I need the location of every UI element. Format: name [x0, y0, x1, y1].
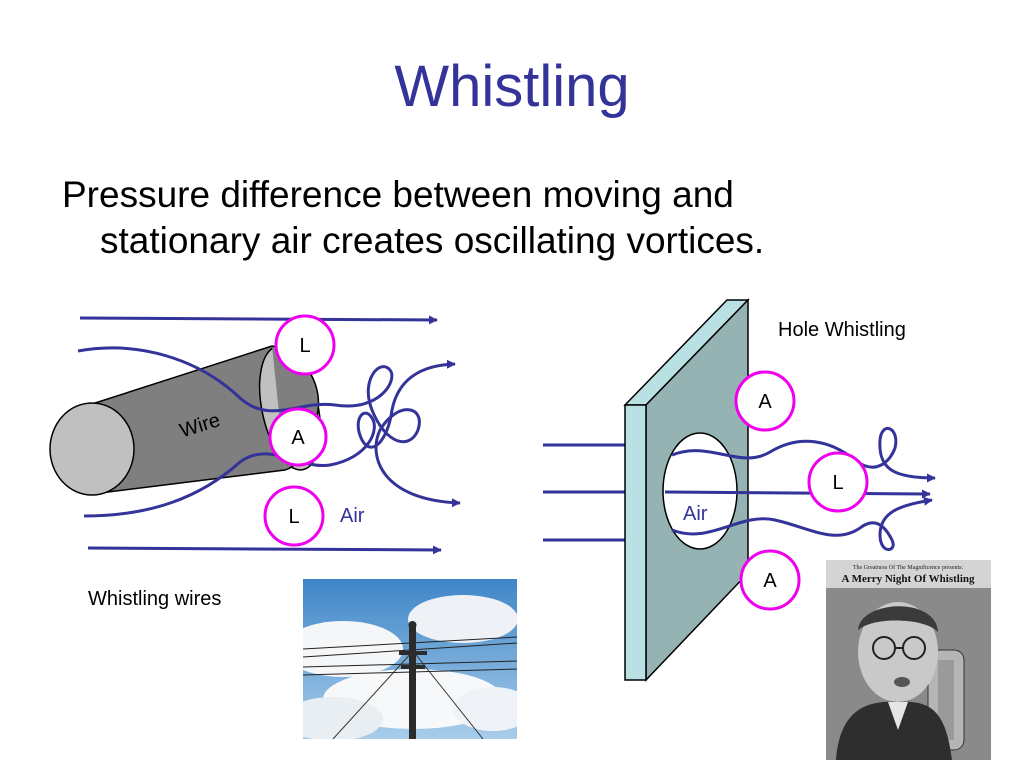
hole-vortex-lower: [671, 496, 933, 551]
whistling-wires-caption: Whistling wires: [88, 588, 222, 610]
hole-marker-a-top: A: [758, 391, 772, 413]
marker-circle-l-top: [274, 314, 336, 376]
flow-arrow-bottom: [87, 545, 442, 555]
marker-l-top: L: [299, 335, 310, 357]
marker-l-bottom: L: [288, 506, 299, 528]
vortex-line-upper: [77, 346, 461, 508]
album-cover: The Greatness Of The Magnificence presen…: [826, 560, 991, 760]
wire-diagram: Wire L A L Air: [49, 314, 461, 555]
marker-a-mid: A: [291, 427, 305, 449]
slide-title: Whistling: [394, 54, 630, 119]
hole-flow-through: [664, 489, 931, 499]
bullet-text: Pressure difference between moving and s…: [62, 172, 962, 265]
hole-marker-circle-l: [807, 451, 869, 513]
hole-diagram: A L A Air Hole Whistling: [543, 298, 936, 682]
plate-side-edge: [624, 404, 647, 681]
album-title: A Merry Night Of Whistling: [841, 573, 975, 585]
marker-circle-l-bottom: [263, 485, 325, 547]
power-pole-photo: [303, 579, 517, 739]
vortex-line-lower: [83, 359, 456, 518]
wire-air-label: Air: [340, 505, 365, 527]
bullet-line-1: Pressure difference between moving and: [62, 174, 734, 215]
marker-circle-a-mid: [268, 407, 328, 467]
hole-marker-l: L: [832, 472, 843, 494]
album-cover-image: The Greatness Of The Magnificence presen…: [826, 560, 991, 760]
hole-marker-circle-a-bottom: [739, 549, 801, 611]
flow-arrow-top: [79, 315, 438, 325]
hole-marker-circle-a-top: [734, 370, 796, 432]
power-pole-image: [303, 579, 517, 739]
hole-vortex-upper: [671, 426, 936, 483]
hole-air-label: Air: [683, 503, 708, 525]
bullet-line-2: stationary air creates oscillating vorti…: [100, 220, 765, 262]
hole-whistling-title: Hole Whistling: [778, 319, 906, 341]
album-header: The Greatness Of The Magnificence presen…: [853, 564, 964, 571]
hole-marker-a-bottom: A: [763, 570, 777, 592]
